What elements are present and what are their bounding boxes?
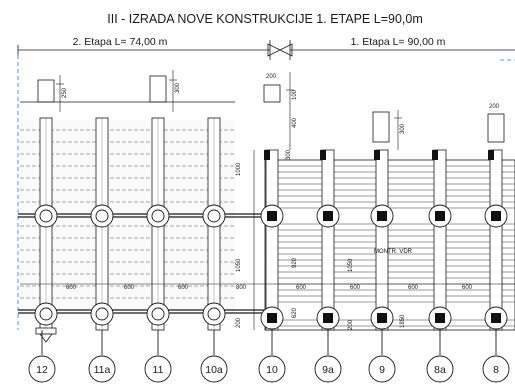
stage1-label: 1. Etapa L= 90,00 m [351,36,446,48]
dim-100: 100 [292,89,298,100]
dim-1050-b: 1050 [348,258,354,272]
axis-label-12: 12 [36,364,48,376]
dim-200-a: 200 [266,74,277,80]
stage-dimension-lines [17,40,515,60]
axis-markers [28,330,510,383]
pier-caps [20,75,505,143]
dim-600-c: 600 [178,285,189,291]
dim-600-f: 600 [408,285,419,291]
dim-600-a: 600 [66,285,77,291]
stage2-nodes [34,204,226,326]
dim-200-right: 200 [348,319,354,330]
axis-labels: 12 11a 11 10a 10 9a 9 8a 8 [36,364,499,376]
support-icon [35,327,57,343]
axis-label-8a: 8a [434,364,446,376]
dim-600-e: 600 [350,285,361,291]
dim-200-left: 200 [236,317,242,328]
dim-1000: 1000 [236,162,242,176]
axis-label-11a: 11a [94,364,111,376]
axis-label-11: 11 [153,364,164,376]
stage1-piles [264,150,501,323]
note-label: MONTR. VDR [374,249,413,255]
axis-label-10: 10 [266,364,278,376]
stage1-deck [264,159,515,331]
dim-920: 920 [292,257,298,268]
axis-label-9a: 9a [322,364,334,376]
dim-1850: 1850 [400,314,406,328]
drawing-title: III - IZRADA NOVE KONSTRUKCIJE 1. ETAPE … [107,12,422,26]
reference-lines [17,55,515,330]
dimension-annotations: 250 300 200 200 400 100 300 300 1000 105… [62,74,500,330]
axis-label-8: 8 [493,364,499,376]
joint-marker-icon [267,43,293,57]
dim-400: 400 [292,117,298,128]
stage1-columns [265,149,503,331]
dim-300-b: 300 [400,123,406,134]
dimension-ticks [20,70,515,330]
dim-300-a: 300 [175,82,181,93]
dim-300-c: 300 [286,149,292,160]
dim-200-b: 200 [489,104,500,110]
dim-250: 250 [62,87,68,98]
dim-1050: 1050 [236,258,242,272]
stage2-label: 2. Etapa L= 74,00 m [73,36,168,48]
dim-600-d: 600 [296,285,307,291]
axis-label-9: 9 [379,364,385,376]
dim-600-b: 600 [124,285,135,291]
dim-620: 620 [292,307,298,318]
axis-label-10a: 10a [205,364,223,376]
dim-600-g: 600 [462,285,473,291]
dim-800: 800 [236,285,247,291]
